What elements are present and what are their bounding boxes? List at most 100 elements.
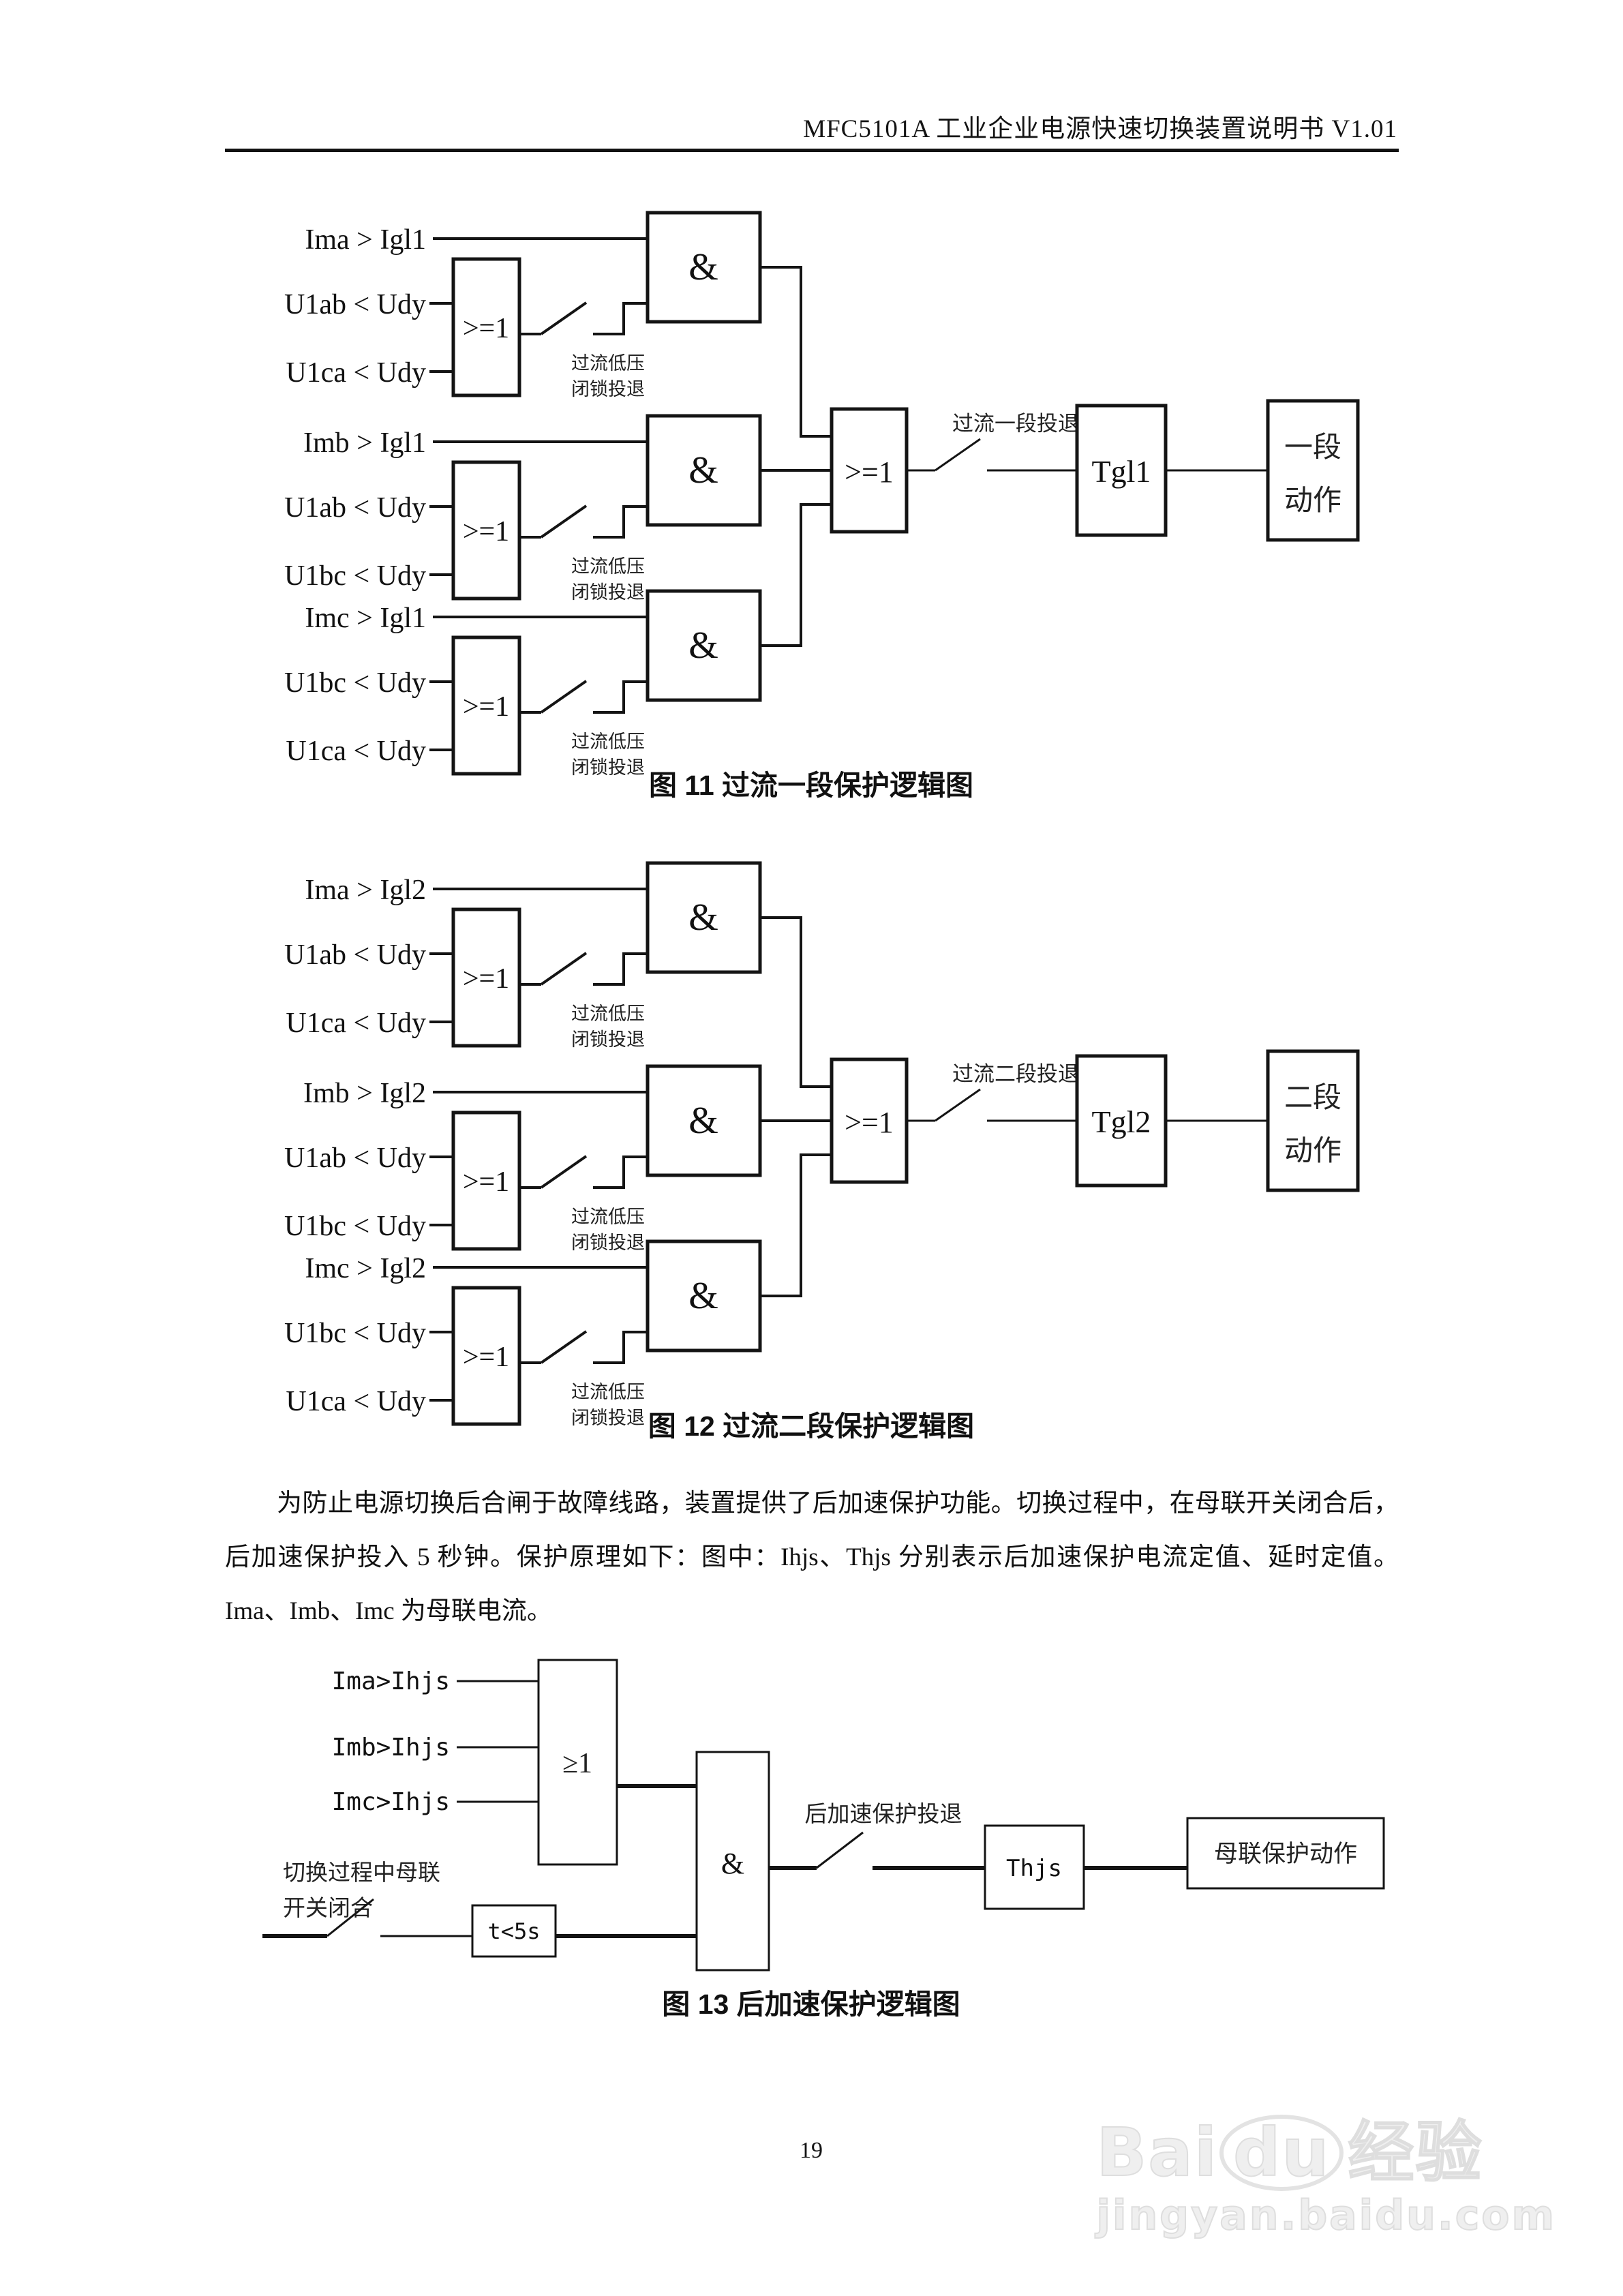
input-label: U1ca < Udy <box>286 357 426 389</box>
input-label: U1bc < Udy <box>284 667 426 699</box>
input-label: U1bc < Udy <box>284 560 426 592</box>
condition-label: 切换过程中母联 <box>283 1860 440 1886</box>
baidu-paw-icon: du <box>1219 2115 1344 2191</box>
result-label: 一段 <box>1284 432 1341 464</box>
or-gate-label: >=1 <box>463 313 509 344</box>
and-gate-box <box>695 1751 770 1972</box>
lockout-label: 闭锁投退 <box>571 757 645 778</box>
stage-enable-switch <box>935 1088 981 1122</box>
timer-label: Tgl1 <box>1092 454 1151 489</box>
fig11-diagram: Ima > Igl1 U1ab < Udy U1ca < Udy >=1 过流低… <box>284 211 1360 778</box>
input-label: U1ab < Udy <box>284 289 426 320</box>
fig12-output-stage: >=1 过流二段投退 Tgl2 二段 动作 <box>760 916 1360 1297</box>
or-gate-label: >=1 <box>463 1166 509 1198</box>
or-gate-box <box>451 460 521 601</box>
or-gate-box <box>537 1659 618 1866</box>
fig12-group-b: Imb > Igl2 U1ab < Udy U1bc < Udy >=1 过流低… <box>284 1064 762 1253</box>
fig13-diagram: Ima>Ihjs Imb>Ihjs Imc>Ihjs ≥1 & 切换过程中母联 … <box>262 1659 1385 1972</box>
lockout-label: 过流低压 <box>571 731 645 752</box>
delay-box <box>471 1904 557 1958</box>
lockout-switch <box>540 952 588 986</box>
or-gate-label: >=1 <box>463 516 509 547</box>
or-gate-box <box>451 257 521 397</box>
lockout-label: 过流低压 <box>571 556 645 577</box>
input-label: Ima>Ihjs <box>332 1667 450 1695</box>
fig12-group-a: Ima > Igl2 U1ab < Udy U1ca < Udy >=1 过流低… <box>284 861 762 1050</box>
lockout-label: 闭锁投退 <box>571 379 645 399</box>
fig13-and-stage: & 切换过程中母联 开关闭合 t<5s <box>262 1751 770 1972</box>
result-box <box>1266 1049 1360 1192</box>
or-combiner-box <box>830 407 909 534</box>
lockout-switch <box>540 504 588 539</box>
input-label: U1ca < Udy <box>286 736 426 767</box>
or-combiner-box <box>830 1057 909 1184</box>
fig13-inputs: Ima>Ihjs Imb>Ihjs Imc>Ihjs ≥1 <box>332 1659 618 1866</box>
timer-label: Tgl2 <box>1092 1104 1151 1139</box>
input-label: U1bc < Udy <box>284 1318 426 1349</box>
input-label: U1ca < Udy <box>286 1008 426 1039</box>
fig11-caption: 图 11 过流一段保护逻辑图 <box>648 770 974 801</box>
and-gate-label: & <box>688 449 718 492</box>
fig11-group-b: Imb > Igl1 U1ab < Udy U1bc < Udy >=1 过流低… <box>284 414 762 603</box>
and-gate-label: & <box>688 624 718 667</box>
or-gate-label: ≥1 <box>562 1748 592 1779</box>
timer-label: Thjs <box>1006 1855 1062 1882</box>
lockout-switch <box>540 1330 588 1364</box>
lockout-label: 过流低压 <box>571 1003 645 1024</box>
baidu-jingyan-text: 经验 <box>1347 2114 1483 2191</box>
input-label: U1ca < Udy <box>286 1386 426 1417</box>
or-gate-box <box>451 635 521 776</box>
accel-enable-label: 后加速保护投退 <box>805 1802 962 1827</box>
lockout-switch <box>540 1155 588 1189</box>
input-label: U1ab < Udy <box>284 492 426 524</box>
and-gate-box <box>646 589 762 702</box>
or-combiner-label: >=1 <box>845 455 894 489</box>
stage-enable-label: 过流一段投退 <box>952 412 1079 436</box>
or-gate-box <box>451 907 521 1048</box>
or-gate-box <box>451 1286 521 1426</box>
input-label: Imc>Ihjs <box>332 1788 450 1816</box>
input-label: Imb > Igl1 <box>303 427 426 459</box>
lockout-label: 闭锁投退 <box>571 1233 645 1253</box>
fig12-diagram: Ima > Igl2 U1ab < Udy U1ca < Udy >=1 过流低… <box>284 861 1360 1428</box>
breaker-closed-switch <box>327 1898 374 1937</box>
and-gate-label: & <box>688 1100 718 1142</box>
input-label: Ima > Igl2 <box>305 875 426 906</box>
delay-label: t<5s <box>487 1918 540 1944</box>
input-label: Imc > Igl1 <box>305 603 426 634</box>
fig11-output-stage: >=1 过流一段投退 Tgl1 一段 动作 <box>760 266 1360 647</box>
result-box <box>1186 1817 1385 1890</box>
and-gate-label: & <box>688 246 718 288</box>
result-box <box>1266 399 1360 542</box>
header-rule <box>225 149 1399 152</box>
or-combiner-label: >=1 <box>845 1106 894 1139</box>
fig12-caption: 图 12 过流二段保护逻辑图 <box>648 1410 975 1442</box>
input-label: U1ab < Udy <box>284 939 426 971</box>
watermark-url: jingyan.baidu.com <box>1095 2191 1556 2240</box>
or-gate-label: >=1 <box>463 1342 509 1373</box>
lockout-label: 闭锁投退 <box>571 1408 645 1428</box>
timer-box <box>1075 404 1168 537</box>
fig12-group-c: Imc > Igl2 U1bc < Udy U1ca < Udy >=1 过流低… <box>284 1239 762 1428</box>
accel-enable-switch <box>816 1831 864 1869</box>
result-label: 动作 <box>1284 1136 1341 1167</box>
page-number: 19 <box>800 2138 823 2163</box>
fig11-group-c: Imc > Igl1 U1bc < Udy U1ca < Udy >=1 过流低… <box>284 589 762 778</box>
lockout-switch <box>540 680 588 714</box>
lockout-switch <box>540 301 588 335</box>
and-gate-label: & <box>688 1275 718 1317</box>
baidu-logo-text: Bai <box>1095 2114 1218 2191</box>
fig13-output-stage: 后加速保护投退 Thjs 母联保护动作 <box>769 1802 1385 1910</box>
result-label: 动作 <box>1284 485 1341 517</box>
input-label: U1bc < Udy <box>284 1211 426 1242</box>
input-label: Ima > Igl1 <box>305 224 426 256</box>
and-gate-box <box>646 211 762 324</box>
lockout-label: 闭锁投退 <box>571 1029 645 1050</box>
and-gate-box <box>646 861 762 974</box>
stage-enable-switch <box>935 438 981 472</box>
body-paragraph: 为防止电源切换后合闸于故障线路，装置提供了后加速保护功能。切换过程中，在母联开关… <box>225 1490 1399 1625</box>
or-gate-label: >=1 <box>463 691 509 723</box>
result-label: 母联保护动作 <box>1214 1841 1357 1867</box>
